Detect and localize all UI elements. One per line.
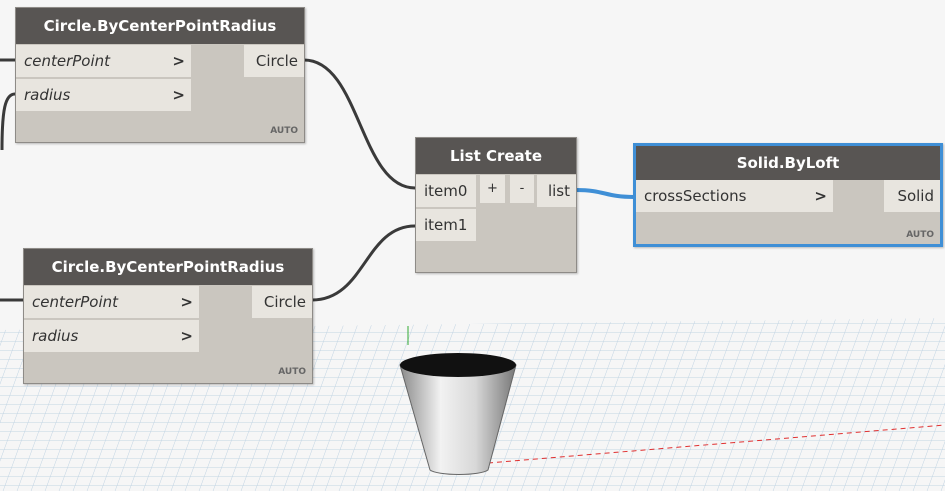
port-label: crossSections: [644, 187, 747, 205]
input-port-item0[interactable]: item0: [416, 175, 476, 207]
input-port-centerpoint[interactable]: centerPoint >: [16, 45, 191, 77]
input-port-crosssections[interactable]: crossSections >: [636, 180, 833, 212]
port-label: centerPoint: [24, 52, 111, 70]
add-input-button[interactable]: +: [480, 175, 505, 203]
lacing-mode: AUTO: [906, 230, 934, 240]
node-title[interactable]: Circle.ByCenterPointRadius: [24, 249, 312, 285]
node-title[interactable]: List Create: [416, 138, 576, 174]
node-circle-by-center-point-radius-2[interactable]: Circle.ByCenterPointRadius centerPoint> …: [23, 248, 313, 384]
output-port-list[interactable]: list: [537, 175, 576, 207]
input-port-item1[interactable]: item1: [416, 209, 476, 241]
port-label: radius: [32, 327, 79, 345]
chevron-right-icon: >: [814, 187, 827, 205]
x-axis-line: [487, 424, 945, 464]
chevron-right-icon: >: [180, 293, 193, 311]
output-port-circle[interactable]: Circle: [252, 286, 312, 318]
node-title[interactable]: Solid.ByLoft: [636, 146, 940, 180]
chevron-right-icon: >: [172, 52, 185, 70]
chevron-right-icon: >: [172, 86, 185, 104]
output-port-solid[interactable]: Solid: [884, 180, 940, 212]
node-title[interactable]: Circle.ByCenterPointRadius: [16, 8, 304, 44]
lofted-cone-solid: [399, 353, 517, 475]
remove-input-button[interactable]: -: [510, 175, 534, 203]
node-solid-by-loft[interactable]: Solid.ByLoft crossSections > Solid AUTO: [633, 143, 943, 247]
input-port-centerpoint[interactable]: centerPoint >: [24, 286, 199, 318]
port-label: radius: [24, 86, 71, 104]
port-label: centerPoint: [32, 293, 119, 311]
output-port-circle[interactable]: Circle: [244, 45, 304, 77]
chevron-right-icon: >: [180, 327, 193, 345]
input-port-radius[interactable]: radius >: [16, 79, 191, 111]
node-circle-by-center-point-radius-1[interactable]: Circle.ByCenterPointRadius centerPoint> …: [15, 7, 305, 143]
node-list-create[interactable]: List Create item0 item1 + - list: [415, 137, 577, 273]
input-port-radius[interactable]: radius >: [24, 320, 199, 352]
lacing-mode: AUTO: [278, 367, 306, 377]
lacing-mode: AUTO: [270, 126, 298, 136]
